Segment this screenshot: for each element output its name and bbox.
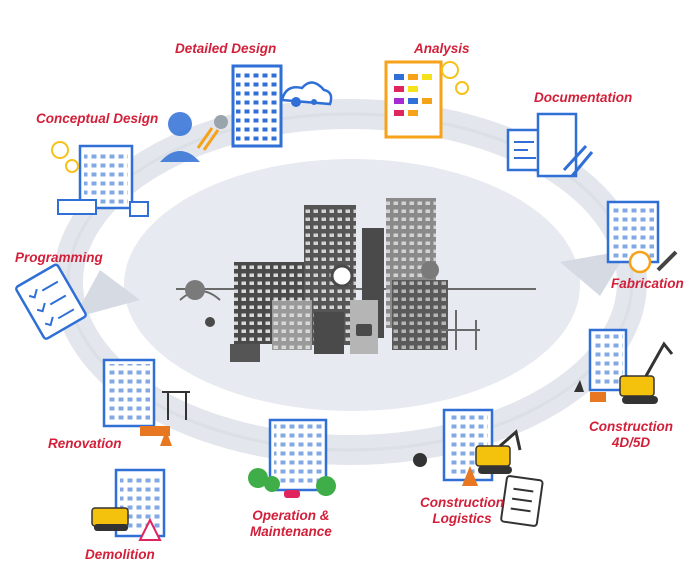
- label-operation-maintenance-line2: Maintenance: [250, 524, 332, 539]
- label-construction-4d5d-line2: 4D/5D: [611, 435, 651, 450]
- label-detailed-design: Detailed Design: [175, 41, 277, 56]
- label-operation-maintenance: Operation & Maintenance: [250, 508, 332, 540]
- label-construction-logistics-line2: Logistics: [432, 511, 492, 526]
- label-construction-4d5d: Construction 4D/5D: [589, 419, 673, 451]
- construction-logistics-icon: [413, 408, 544, 527]
- analysis-chart-icon: [384, 60, 469, 139]
- label-operation-maintenance-line1: Operation &: [252, 508, 330, 523]
- detailed-design-icon: [214, 64, 333, 148]
- label-analysis: Analysis: [414, 41, 470, 56]
- label-construction-logistics: Construction Logistics: [420, 495, 504, 527]
- fabrication-icon: [606, 200, 678, 274]
- label-documentation: Documentation: [534, 90, 633, 105]
- conceptual-design-icon: [51, 112, 220, 217]
- programming-clipboard-icon: [15, 263, 87, 340]
- label-programming: Programming: [15, 250, 103, 265]
- label-construction-4d5d-line1: Construction: [589, 419, 673, 434]
- label-construction-logistics-line1: Construction: [420, 495, 504, 510]
- label-renovation: Renovation: [48, 436, 122, 451]
- construction-4d5d-icon: [574, 328, 674, 404]
- label-demolition: Demolition: [85, 547, 155, 562]
- operation-maintenance-icon: [248, 418, 336, 498]
- cycle-arrow-left-icon: [74, 270, 140, 318]
- city-skyline-icon: [176, 198, 536, 362]
- demolition-icon: [91, 468, 166, 541]
- documentation-computer-icon: [506, 112, 594, 178]
- label-fabrication: Fabrication: [611, 276, 684, 291]
- renovation-icon: [102, 358, 190, 446]
- label-conceptual-design: Conceptual Design: [36, 111, 159, 126]
